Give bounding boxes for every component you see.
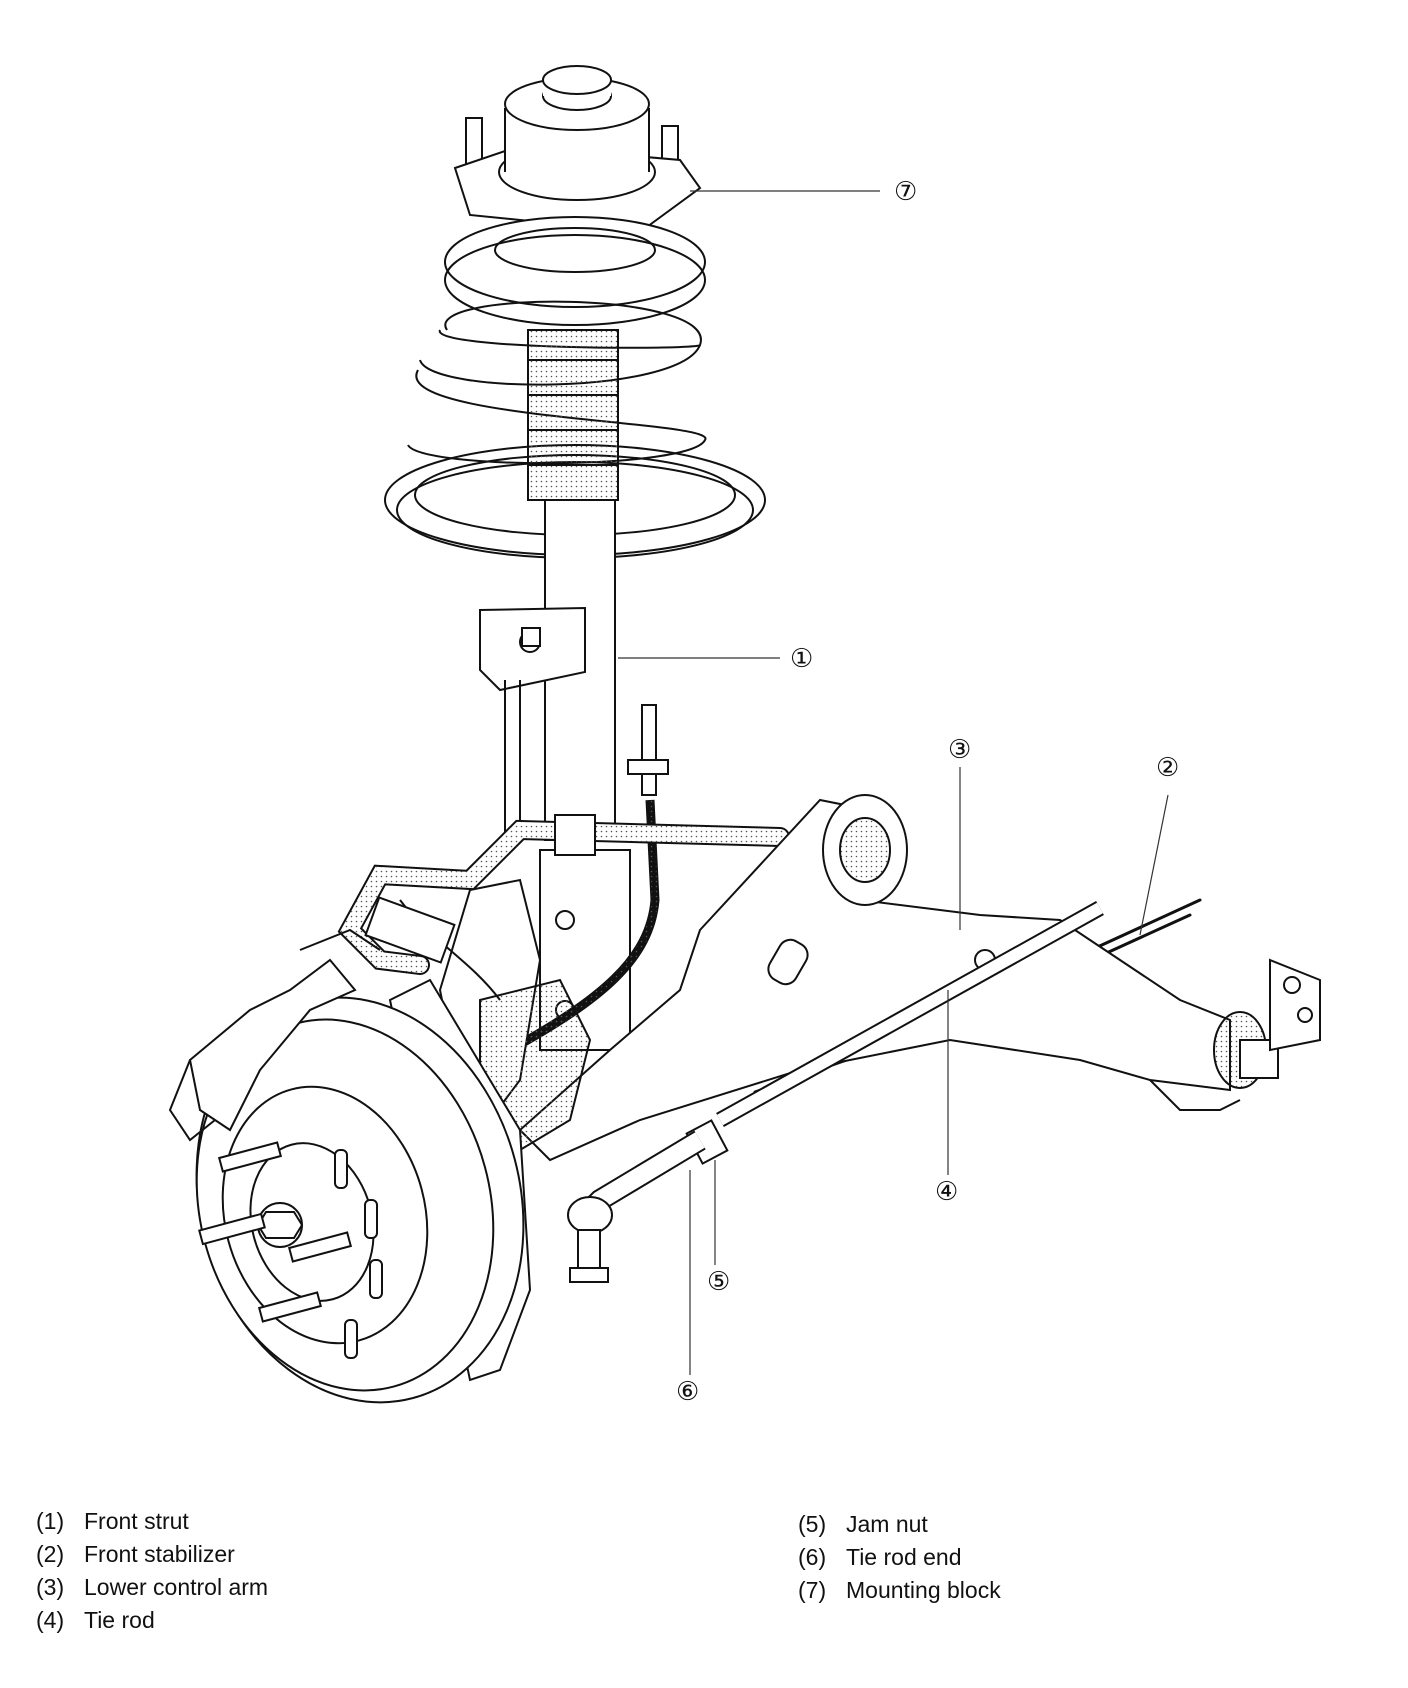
brake-disc <box>195 978 532 1404</box>
legend-item: (2)Front stabilizer <box>36 1541 235 1567</box>
callout-6: ⑥ <box>676 1377 699 1407</box>
legend-item: (3)Lower control arm <box>36 1574 269 1600</box>
callout-3: ③ <box>948 735 971 765</box>
callout-4: ④ <box>935 1177 958 1207</box>
callout-2: ② <box>1156 753 1179 783</box>
legend-item: (5)Jam nut <box>798 1511 928 1537</box>
leader-lines <box>618 190 1169 1375</box>
lower-control-arm <box>518 794 1321 1162</box>
coil-spring <box>384 216 766 559</box>
brake-caliper <box>168 928 381 1142</box>
callout-5: ⑤ <box>707 1267 730 1297</box>
dust-boot <box>527 329 619 501</box>
callout-1: ① <box>790 644 813 674</box>
callout-7: ⑦ <box>894 177 917 207</box>
legend-item: (4)Tie rod <box>36 1607 155 1633</box>
legend-left: (1)Front strut (2)Front stabilizer (3)Lo… <box>36 1505 268 1637</box>
legend-item: (6)Tie rod end <box>798 1544 962 1570</box>
mounting-block <box>453 65 702 234</box>
suspension-diagram: ⑦ ① ③ ② ④ ⑤ ⑥ <box>168 65 1321 1407</box>
tie-rod <box>567 901 1104 1283</box>
legend-item: (7)Mounting block <box>798 1577 1001 1603</box>
legend-item: (1)Front strut <box>36 1508 189 1534</box>
legend-right: (5)Jam nut (6)Tie rod end (7)Mounting bl… <box>798 1508 1001 1607</box>
